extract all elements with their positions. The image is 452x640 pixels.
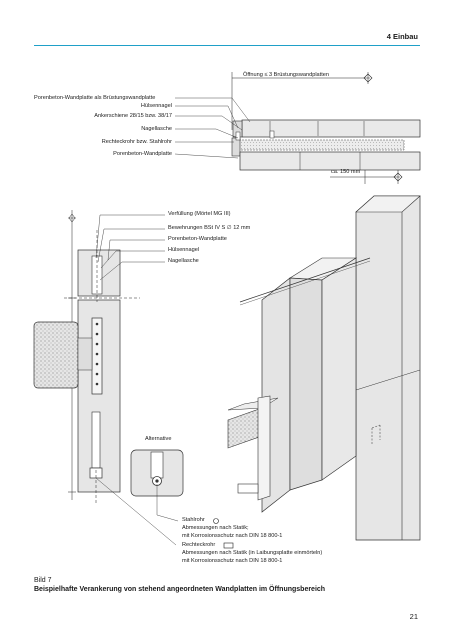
label-porenbeton-wandplatte-top: Porenbeton-Wandplatte <box>113 151 172 157</box>
dim-offset-label: ca. 150 mm <box>331 169 361 175</box>
rechteckrohr-line2: mit Korrosionsschutz nach DIN 18 800-1 <box>182 558 283 564</box>
figure-number: Bild 7 <box>34 577 52 584</box>
stahlrohr-line2: mit Korrosionsschutz nach DIN 18 800-1 <box>182 533 283 539</box>
figure-caption: Beispielhafte Verankerung von stehend an… <box>34 586 326 593</box>
label-porenbeton-wandplatte: Porenbeton-Wandplatte <box>168 236 227 242</box>
label-hulsennagel-top: Hülsennagel <box>140 103 172 109</box>
stahlrohr-symbol-icon <box>213 518 219 524</box>
isometric-view <box>227 195 421 541</box>
stahlrohr-title: Stahlrohr <box>182 517 205 523</box>
label-nagellasche: Nagellasche <box>168 258 199 264</box>
header-rule <box>34 45 420 46</box>
rechteckrohr-symbol-icon <box>223 542 234 549</box>
label-ankerschiene: Ankerschiene 28/15 bzw. 38/17 <box>94 113 172 119</box>
chapter-heading: 4 Einbau <box>386 32 418 41</box>
label-alternative: Alternative <box>145 436 172 442</box>
label-brustungswandplatte: Porenbeton-Wandplatte als Brüstungswandp… <box>34 95 156 101</box>
label-verfullung: Verfüllung (Mörtel MG III) <box>168 211 231 217</box>
label-nagellasche-top: Nagellasche <box>141 126 172 132</box>
dim-opening-label: Öffnung ≤ 3 Brüstungswandplatten <box>243 72 329 78</box>
label-hulsennagel: Hülsennagel <box>168 247 200 253</box>
rechteckrohr-line1: Abmessungen nach Statik (in Laibungsplat… <box>182 550 323 556</box>
label-rechteckrohr-stahlrohr: Rechteckrohr bzw. Stahlrohr <box>101 139 172 145</box>
page-number: 21 <box>409 612 418 621</box>
rechteckrohr-title: Rechteckrohr <box>182 542 216 548</box>
label-bewehrungen: Bewehrungen BSt IV S ∅ 12 mm <box>168 225 251 231</box>
vertical-section <box>33 210 184 546</box>
top-plan-section <box>174 72 421 184</box>
stahlrohr-line1: Abmessungen nach Statik; <box>182 525 249 531</box>
